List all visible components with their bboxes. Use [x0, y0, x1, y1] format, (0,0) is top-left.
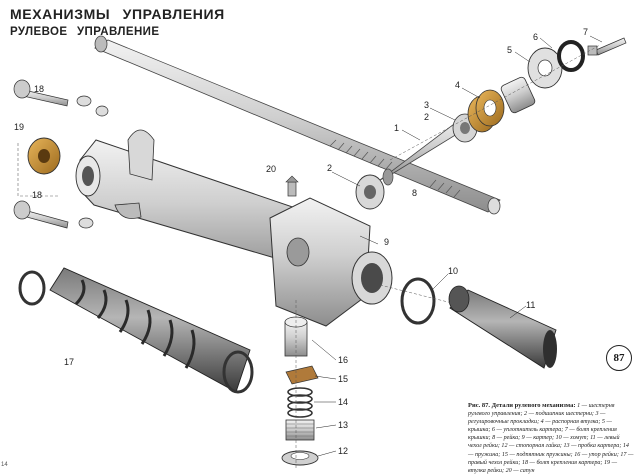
callout-1: 1	[394, 123, 399, 133]
left-rack-boot	[448, 285, 557, 369]
callout-17: 17	[64, 357, 74, 367]
page-number-badge: 87	[606, 345, 632, 371]
page-header: МЕХАНИЗМЫ УПРАВЛЕНИЯ РУЛЕВОЕ УПРАВЛЕНИЕ	[10, 6, 225, 38]
housing-bolt-upper	[13, 79, 109, 117]
callout-2-lower: 2	[327, 163, 332, 173]
spacer-sleeve	[500, 76, 536, 114]
steering-housing	[75, 129, 393, 327]
callout-11: 11	[526, 300, 535, 310]
cover-bolt	[587, 37, 627, 56]
housing-cover	[527, 47, 563, 89]
callout-20: 20	[266, 164, 276, 174]
section-title: МЕХАНИЗМЫ УПРАВЛЕНИЯ	[10, 6, 225, 22]
caption-text: 1 — шестерня рулевого управления; 2 — по…	[468, 403, 634, 474]
figure-caption: Рис. 87. Детали рулевого механизма: 1 — …	[468, 402, 634, 475]
callout-14: 14	[338, 397, 348, 407]
callout-18-upper: 18	[34, 84, 44, 94]
callout-6: 6	[533, 32, 538, 42]
section-subtitle: РУЛЕВОЕ УПРАВЛЕНИЕ	[10, 26, 160, 38]
callout-leaders	[311, 35, 603, 457]
callout-4: 4	[455, 80, 460, 90]
pinion-bearing-lower	[355, 174, 385, 210]
boot-clamp-right	[400, 277, 436, 325]
callout-12: 12	[338, 446, 348, 456]
caption-title: Рис. 87. Детали рулевого механизма:	[468, 402, 576, 409]
spring-seat	[285, 365, 319, 385]
housing-bolt-lower	[13, 200, 94, 229]
callout-9: 9	[384, 237, 389, 247]
right-rack-boot	[18, 267, 254, 394]
rack-spring	[287, 387, 313, 418]
adjusting-shims	[467, 89, 505, 133]
callout-19: 19	[14, 122, 24, 132]
callout-8: 8	[412, 188, 417, 198]
callout-5: 5	[507, 45, 512, 55]
edge-page-mark: 14	[1, 462, 8, 468]
callout-16: 16	[338, 355, 348, 365]
breather-valve	[285, 175, 299, 197]
rack-bushing	[17, 137, 61, 197]
callout-2-upper: 2	[424, 112, 429, 122]
callout-18-lower: 18	[32, 190, 42, 200]
callout-7: 7	[583, 27, 588, 37]
lock-nut	[281, 450, 319, 466]
callout-13: 13	[338, 420, 348, 430]
housing-seal	[557, 40, 585, 72]
assembly-axis-lines	[295, 44, 601, 470]
callout-3: 3	[424, 100, 429, 110]
callout-15: 15	[338, 374, 348, 384]
housing-plug	[285, 419, 315, 441]
callout-10: 10	[448, 266, 458, 276]
